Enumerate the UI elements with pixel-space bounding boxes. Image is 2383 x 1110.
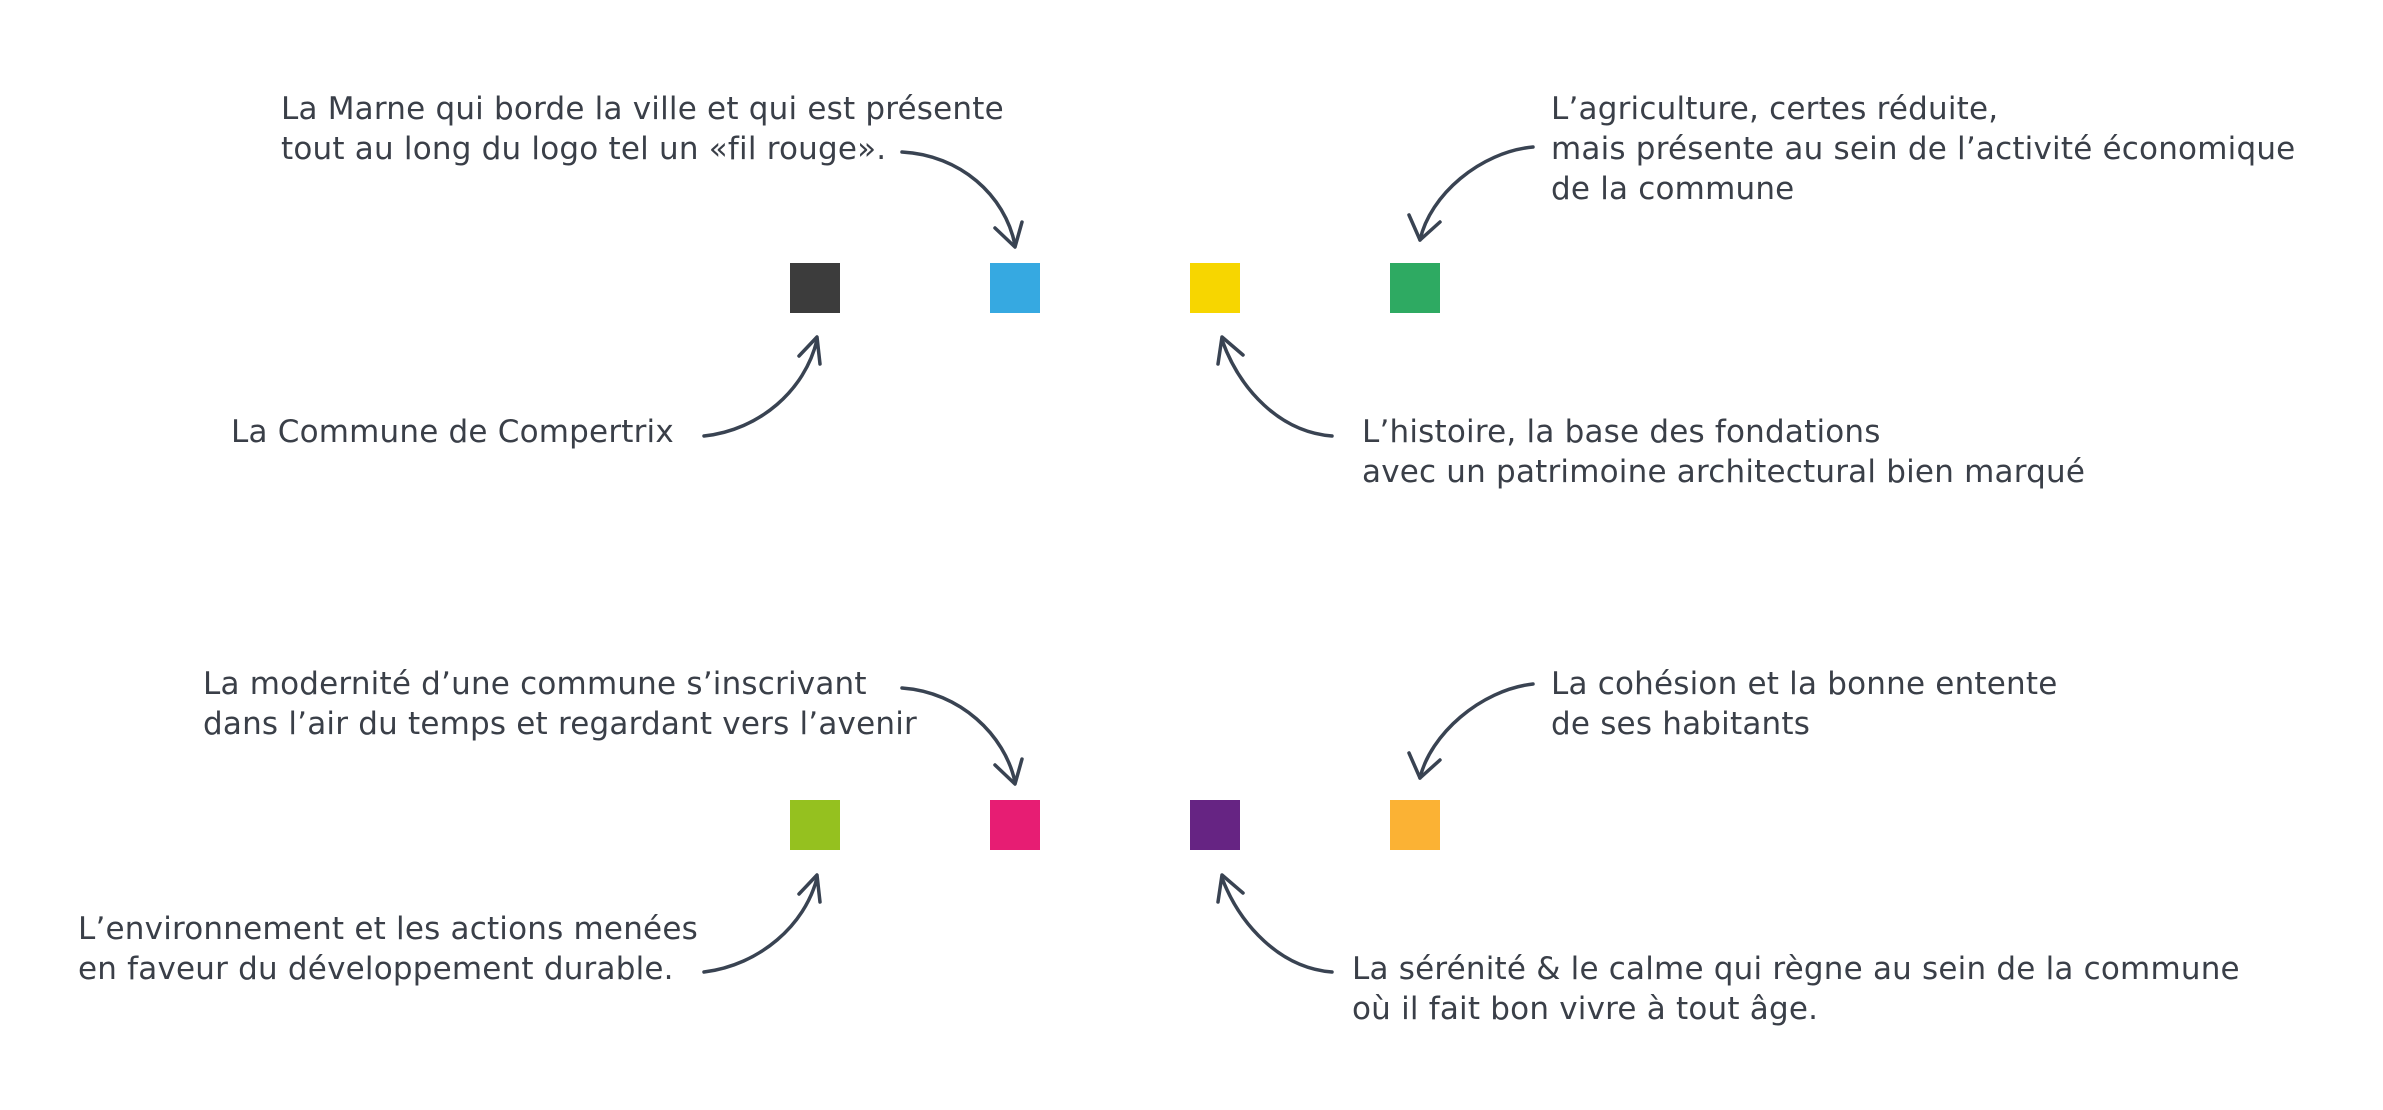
- arrow-serenite-to-purple: [1216, 873, 1334, 974]
- swatch-lime: [790, 800, 840, 850]
- swatch-yellow: [1190, 263, 1240, 313]
- swatch-dark-gray: [790, 263, 840, 313]
- arrow-commune-to-darkgray: [702, 335, 822, 438]
- label-serenite: La sérénité & le calme qui règne au sein…: [1352, 951, 2240, 1027]
- swatch-blue: [990, 263, 1040, 313]
- arrow-marne-to-blue: [900, 150, 1024, 249]
- swatch-purple: [1190, 800, 1240, 850]
- label-commune: La Commune de Compertrix: [231, 414, 674, 450]
- arrow-environnement-to-lime: [702, 873, 822, 974]
- label-marne: La Marne qui borde la ville et qui est p…: [281, 91, 1004, 167]
- label-histoire: L’histoire, la base des fondations avec …: [1362, 414, 2086, 490]
- swatch-orange: [1390, 800, 1440, 850]
- swatch-pink: [990, 800, 1040, 850]
- label-modernite: La modernité d’une commune s’inscrivant …: [203, 666, 917, 742]
- label-agriculture: L’agriculture, certes réduite, mais prés…: [1551, 91, 2296, 207]
- arrow-agriculture-to-green: [1407, 145, 1535, 242]
- arrow-cohesion-to-orange: [1407, 682, 1535, 780]
- swatch-green: [1390, 263, 1440, 313]
- label-cohesion: La cohésion et la bonne entente de ses h…: [1551, 666, 2058, 742]
- arrow-histoire-to-yellow: [1216, 335, 1334, 438]
- label-environnement: L’environnement et les actions menées en…: [78, 911, 698, 987]
- arrow-modernite-to-pink: [900, 686, 1024, 786]
